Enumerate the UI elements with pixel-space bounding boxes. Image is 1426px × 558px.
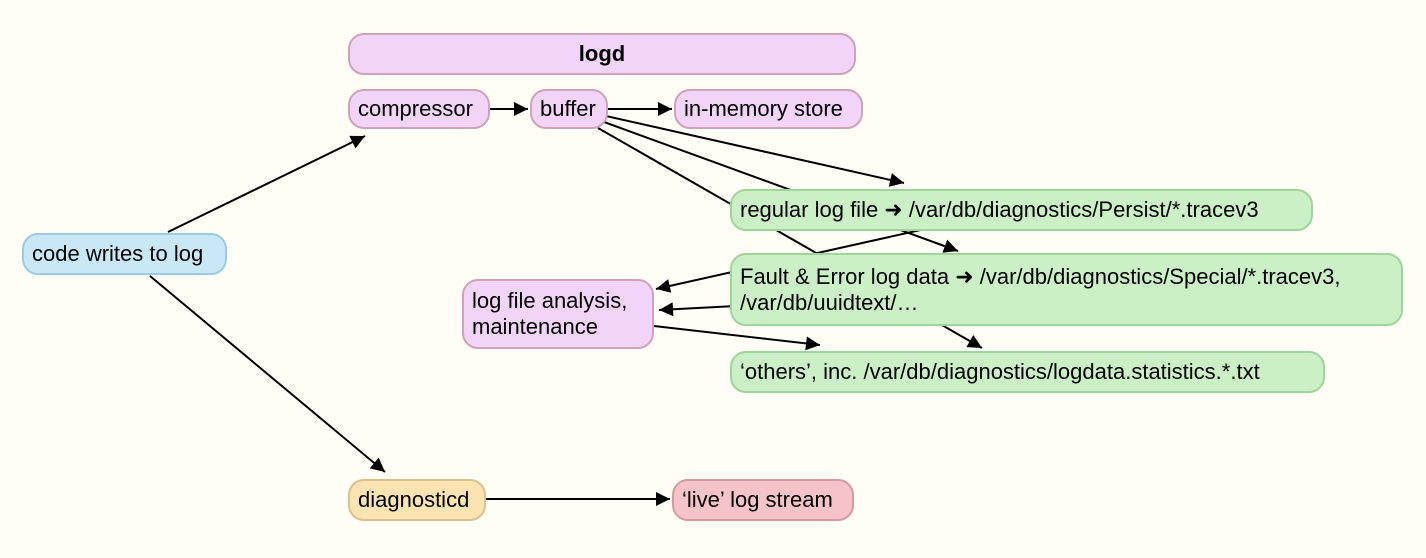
log-analysis-line-2: maintenance — [472, 314, 598, 339]
fault-error-node: Fault & Error log data ➜ /var/db/diagnos… — [730, 253, 1403, 326]
logd-group-header: logd — [348, 33, 856, 75]
log-analysis-node: log file analysis, maintenance — [462, 279, 654, 349]
compressor-label: compressor — [358, 96, 473, 121]
code-writes-node: code writes to log — [22, 233, 227, 275]
fault-error-text: Fault & Error log data ➜ /var/db/diagnos… — [740, 264, 1341, 316]
edge-code-to-diagnosticd — [149, 275, 386, 473]
code-writes-label: code writes to log — [32, 241, 204, 266]
fault-error-line-2: /var/db/uuidtext/… — [740, 289, 919, 315]
regular-log-file-node: regular log file ➜ /var/db/diagnostics/P… — [730, 189, 1313, 231]
logd-label: logd — [578, 41, 626, 66]
regular-log-file-label: regular log file ➜ /var/db/diagnostics/P… — [740, 197, 1259, 222]
log-analysis-line-1: log file analysis, — [472, 288, 628, 313]
live-log-stream-label: ‘live’ log stream — [682, 487, 833, 512]
diagnosticd-node: diagnosticd — [348, 479, 486, 521]
buffer-node: buffer — [530, 89, 608, 129]
buffer-label: buffer — [540, 96, 596, 121]
edge-code-to-compressor — [167, 135, 366, 233]
edge-buffer-to-fault — [603, 121, 959, 253]
others-label: ‘others’, inc. /var/db/diagnostics/logda… — [740, 359, 1260, 384]
log-analysis-text: log file analysis, maintenance — [472, 288, 627, 340]
fault-error-line-1: Fault & Error log data ➜ /var/db/diagnos… — [740, 263, 1341, 289]
compressor-node: compressor — [348, 89, 490, 129]
edge-analysis-to-others — [653, 325, 821, 351]
edge-fault-to-analysis — [658, 302, 737, 317]
diagnosticd-label: diagnosticd — [358, 487, 470, 512]
in-memory-store-node: in-memory store — [674, 89, 863, 129]
in-memory-store-label: in-memory store — [684, 96, 843, 121]
live-log-stream-node: ‘live’ log stream — [672, 479, 854, 521]
others-node: ‘others’, inc. /var/db/diagnostics/logda… — [730, 351, 1325, 393]
